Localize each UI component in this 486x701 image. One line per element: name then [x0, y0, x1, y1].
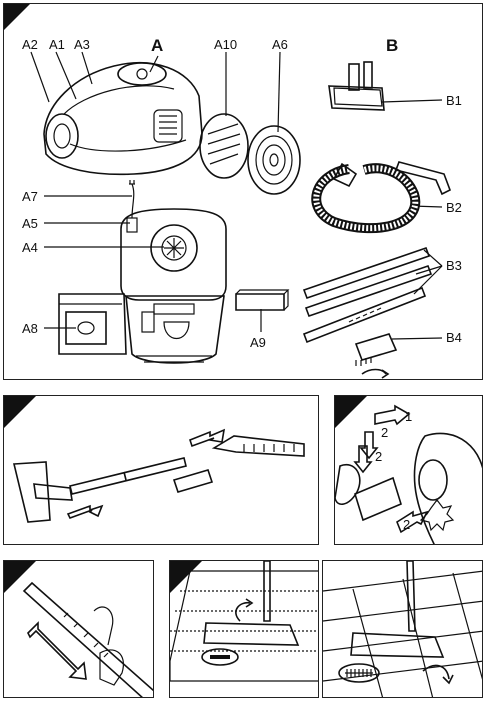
open-vacuum-illustration	[121, 180, 226, 363]
arrow-number-1: 1	[405, 410, 412, 423]
carpet-cleaning-panel	[169, 560, 319, 698]
assembly-illustration	[4, 396, 319, 545]
telescopic-tube-illustration	[4, 561, 154, 698]
dust-bag-illustration	[59, 294, 126, 354]
tubes-illustration	[304, 248, 431, 342]
telescopic-tube-panel	[3, 560, 154, 698]
arrow-number-2c: 2	[403, 518, 410, 531]
hose-illustration	[316, 162, 450, 228]
floor-nozzle-illustration	[329, 62, 384, 110]
assembly-panel	[3, 395, 319, 545]
arrow-number-2a: 2	[381, 426, 388, 439]
filter-discs-illustration	[200, 114, 300, 194]
nozzle-attach-panel: 1 2 2 2	[334, 395, 483, 545]
brush-tool-illustration	[356, 334, 396, 378]
assembly-arrows	[68, 430, 224, 518]
assembly-small-brush-illustration	[174, 470, 212, 492]
carpet-cleaning-illustration	[170, 561, 319, 698]
assembly-nozzle-illustration	[14, 462, 72, 522]
assembly-hose-illustration	[214, 436, 304, 456]
hard-floor-illustration	[323, 561, 483, 698]
arrow-number-2b: 2	[375, 450, 382, 463]
parts-overview-panel: A B A2 A1 A3 A10 A6 A7 A5 A4 A8 A9 B1 B2…	[3, 3, 483, 380]
cassette-illustration	[236, 290, 288, 310]
parts-illustration	[4, 4, 483, 380]
assembly-tube-illustration	[70, 458, 186, 494]
hard-floor-panel	[322, 560, 483, 698]
